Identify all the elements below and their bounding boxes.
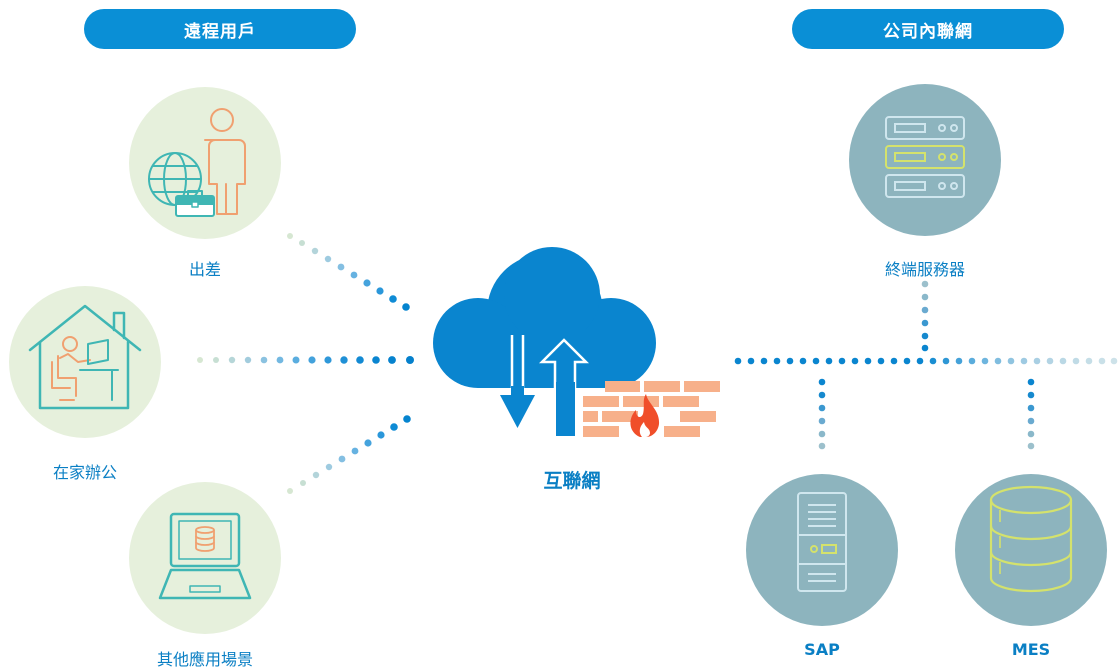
intranet-bus [734, 357, 1118, 365]
sap-label: SAP [804, 640, 840, 659]
tower-server-icon [797, 492, 847, 592]
sap-node [746, 474, 898, 626]
other-scenarios-label: 其他應用場景 [156, 650, 254, 669]
business-trip-label: 出差 [188, 260, 222, 279]
intranet-header: 公司內聯網 [792, 9, 1064, 49]
work-from-home-node [9, 286, 161, 438]
connector-work-from-home [197, 356, 414, 364]
terminal-server-label: 終端服務器 [884, 260, 966, 279]
laptop-database-icon [158, 512, 252, 600]
mes-node [955, 474, 1107, 626]
remote-users-header: 遠程用戶 [84, 9, 356, 49]
other-scenarios-node [129, 482, 281, 634]
drop-mes [1027, 378, 1035, 450]
traveler-globe-briefcase-icon [148, 108, 246, 217]
drop-sap [818, 378, 826, 450]
firewall-brick-flame-icon [583, 381, 720, 437]
mes-label: MES [1011, 640, 1051, 659]
server-rack-icon [885, 116, 965, 198]
business-trip-node [129, 87, 281, 239]
work-from-home-label: 在家辦公 [52, 463, 118, 482]
terminal-server-node [849, 84, 1001, 236]
connector-other-scenarios [287, 415, 411, 494]
house-desk-worker-icon [28, 304, 142, 410]
connector-business-trip [287, 233, 410, 311]
internet-label: 互聯網 [543, 470, 601, 492]
database-cylinder-icon [989, 485, 1073, 593]
drop-terminal-server [921, 280, 929, 352]
cloud-upload-download-icon [433, 247, 656, 438]
